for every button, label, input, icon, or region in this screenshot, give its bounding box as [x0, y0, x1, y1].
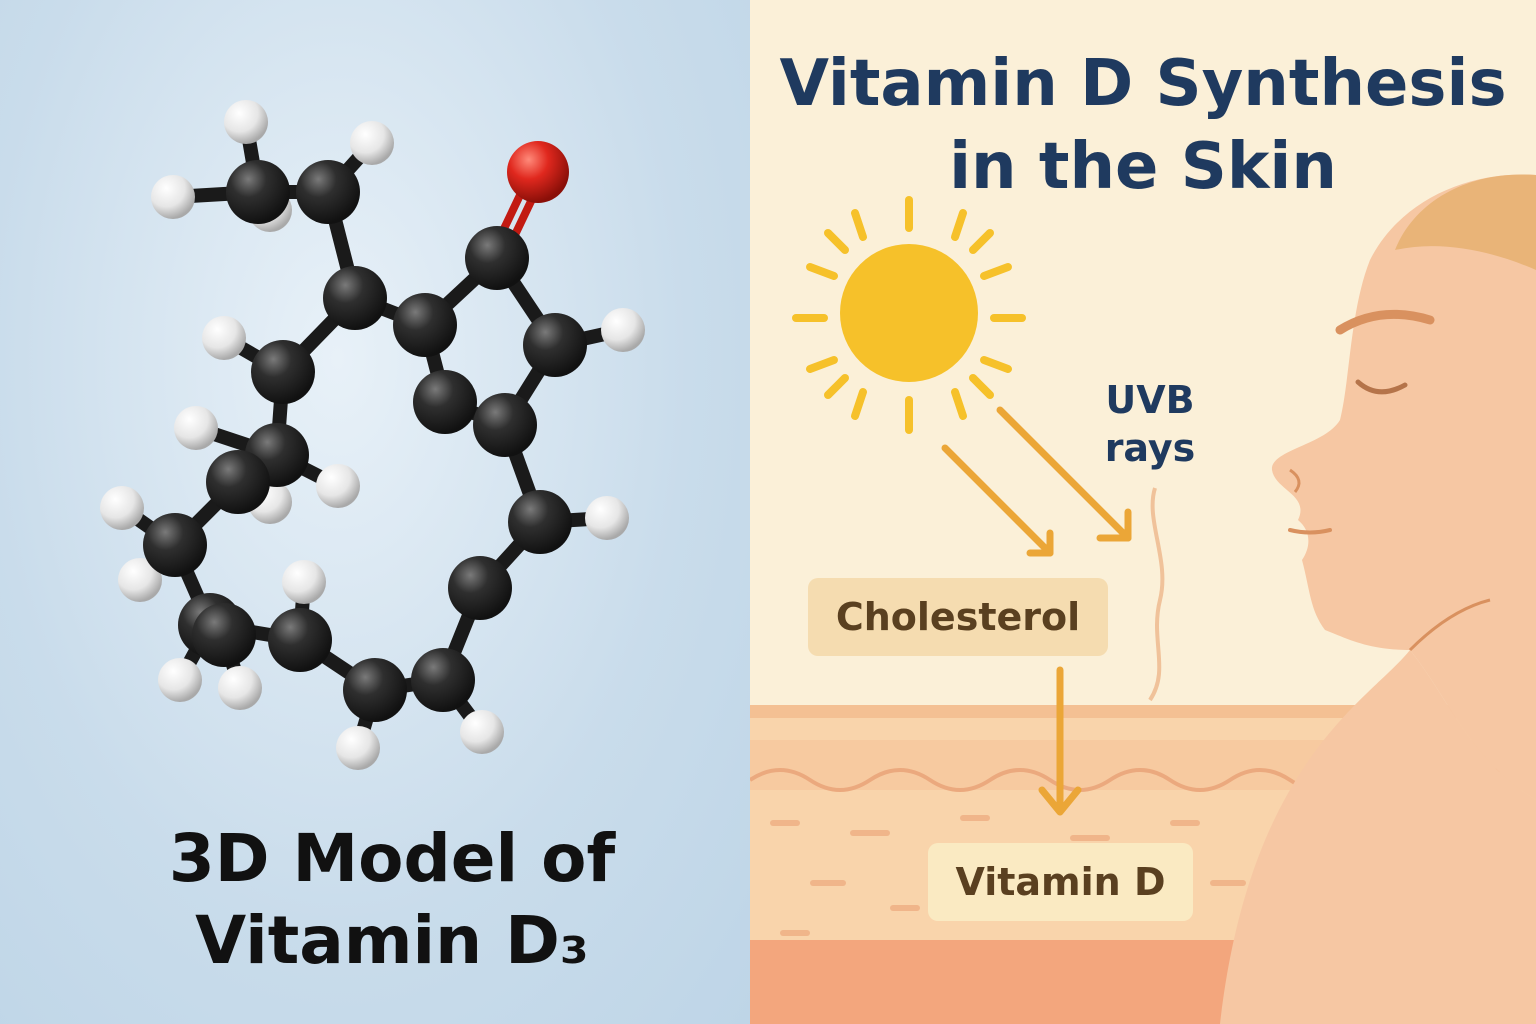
oxygen-atom: [507, 141, 569, 203]
synthesis-title-line1: Vitamin D Synthesis: [779, 47, 1507, 121]
hydrogen-atom: [158, 658, 202, 702]
carbon-atom: [143, 513, 207, 577]
carbon-atom: [393, 293, 457, 357]
eyebrow: [1335, 309, 1435, 335]
synthesis-panel: Vitamin D Synthesis in the Skin UVB rays…: [750, 0, 1536, 1024]
hydrogen-atom: [151, 175, 195, 219]
carbon-atom: [296, 160, 360, 224]
carbon-atom: [448, 556, 512, 620]
face-profile: [1220, 174, 1536, 1024]
hydrogen-atom: [218, 666, 262, 710]
carbon-atom: [206, 450, 270, 514]
hydrogen-atom: [224, 100, 268, 144]
closed-eye: [1355, 379, 1408, 395]
molecule-atoms: [100, 100, 645, 770]
hydrogen-atom: [460, 710, 504, 754]
carbon-atom: [343, 658, 407, 722]
skin-surface-line: [750, 705, 1536, 718]
hydrogen-atom: [118, 558, 162, 602]
uvb-label-line2: rays: [1104, 426, 1196, 470]
carbon-atom: [473, 393, 537, 457]
cholesterol-label: Cholesterol: [808, 578, 1108, 656]
molecule-panel: 3D Model of Vitamin D₃: [0, 0, 750, 1024]
jaw-line: [1408, 598, 1491, 652]
synthesis-title-line2: in the Skin: [949, 130, 1337, 204]
hydrogen-atom: [174, 406, 218, 450]
mouth: [1288, 528, 1332, 535]
carbon-atom: [251, 340, 315, 404]
vitamin-d3-molecule-model: [100, 100, 645, 770]
sun-icon: [792, 196, 1026, 434]
carbon-atom: [268, 608, 332, 672]
skin-hair-strand: [1148, 487, 1165, 702]
uvb-arrows: [941, 406, 1132, 816]
carbon-atom: [523, 313, 587, 377]
vitamin-d-label: Vitamin D: [928, 843, 1193, 921]
hydrogen-atom: [585, 496, 629, 540]
nostril: [1289, 468, 1301, 493]
uvb-label-line1: UVB: [1105, 378, 1195, 422]
carbon-atom: [413, 370, 477, 434]
synthesis-scene: [750, 174, 1536, 1024]
hydrogen-atom: [601, 308, 645, 352]
carbon-atom: [465, 226, 529, 290]
carbon-atom: [411, 648, 475, 712]
carbon-atom: [323, 266, 387, 330]
molecule-title-line2: Vitamin D₃: [195, 902, 589, 979]
carbon-atom: [192, 603, 256, 667]
hydrogen-atom: [100, 486, 144, 530]
hydrogen-atom: [202, 316, 246, 360]
hydrogen-atom: [282, 560, 326, 604]
hydrogen-atom: [350, 121, 394, 165]
hydrogen-atom: [316, 464, 360, 508]
molecule-title-line1: 3D Model of: [168, 820, 616, 897]
carbon-atom: [508, 490, 572, 554]
carbon-atom: [226, 160, 290, 224]
hydrogen-atom: [336, 726, 380, 770]
hair: [1395, 174, 1536, 270]
